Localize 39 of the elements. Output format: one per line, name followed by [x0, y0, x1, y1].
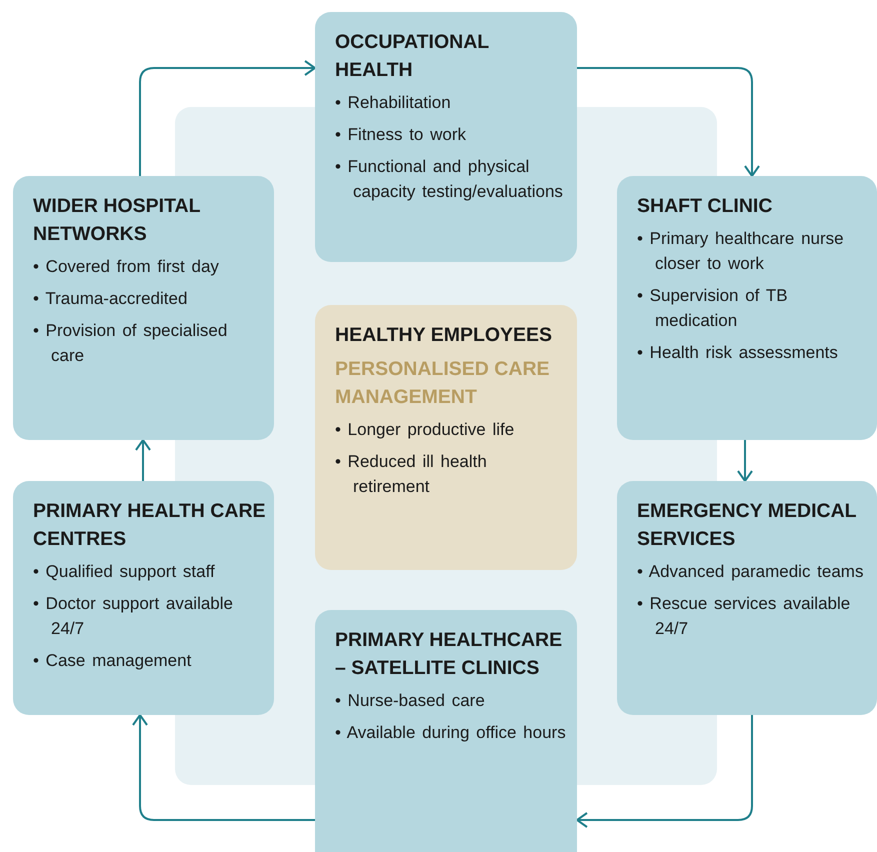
info-card	[13, 481, 274, 715]
card-heading: OCCUPATIONAL HEALTH	[335, 30, 490, 83]
subheading: PERSONALISED CARE MANAGEMENT	[335, 357, 551, 410]
card-heading: PRIMARY HEALTHCARE – SATELLITE CLINICS	[335, 628, 564, 681]
arrow	[139, 60, 316, 176]
bullet-item: • Trauma-accredited	[33, 288, 188, 310]
bullet-item: • Case management	[33, 650, 192, 672]
card-heading: EMERGENCY MEDICAL SERVICES	[637, 499, 858, 552]
bullet-item: • Health risk assessments	[637, 342, 839, 364]
bullet-item: • Qualified support staff	[33, 561, 216, 583]
info-card	[315, 305, 577, 570]
bullet-item: • Functional and physical capacity testing/evaluations	[335, 156, 564, 203]
arrow	[737, 440, 753, 482]
bullet-item: • Rehabilitation	[335, 92, 452, 114]
bullet-item: • Longer productive life	[335, 419, 516, 441]
bullet-item: • Supervision of TB medication	[637, 285, 789, 332]
arrow	[577, 67, 760, 177]
bullet-item: • Nurse-based care	[335, 690, 486, 712]
bullet-item: • Primary healthcare nurse closer to work	[637, 228, 845, 275]
info-card	[315, 12, 577, 262]
bullet-item: • Available during office hours	[335, 722, 567, 744]
info-card	[315, 610, 577, 852]
bullet-item: • Covered from first day	[33, 256, 220, 278]
arrow	[576, 715, 753, 828]
card-heading: PRIMARY HEALTH CARE CENTRES	[33, 499, 266, 552]
card-heading: SHAFT CLINIC	[637, 194, 774, 219]
arrow	[132, 714, 315, 821]
info-card	[617, 176, 877, 440]
card-heading: WIDER HOSPITAL NETWORKS	[33, 194, 202, 247]
arrow	[135, 439, 151, 481]
card-heading: HEALTHY EMPLOYEES	[335, 323, 554, 348]
bullet-item: • Reduced ill health retirement	[335, 451, 488, 498]
info-card	[13, 176, 274, 440]
bullet-item: • Rescue services available 24/7	[637, 593, 852, 640]
bullet-item: • Provision of specialised care	[33, 320, 228, 367]
bullet-item: • Fitness to work	[335, 124, 467, 146]
info-card	[617, 481, 877, 715]
bullet-item: • Doctor support available 24/7	[33, 593, 234, 640]
bullet-item: • Advanced paramedic teams	[637, 561, 864, 583]
